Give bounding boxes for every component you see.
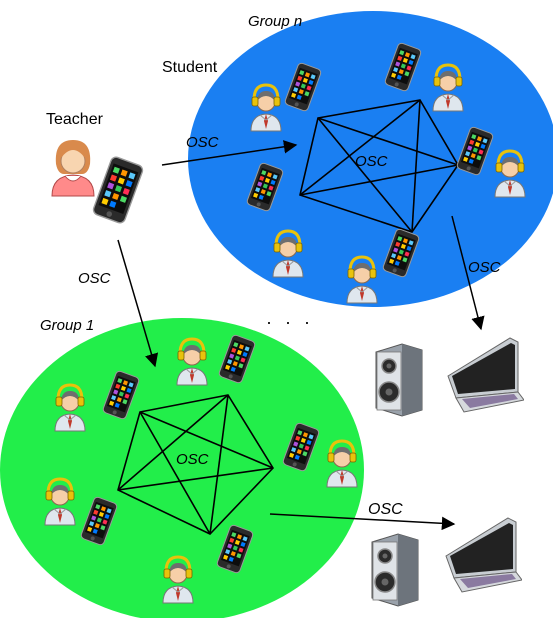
arrow-group-n-to-computer (451, 215, 485, 331)
laptop-icon (447, 337, 524, 413)
group-n-label: Group n (248, 13, 302, 30)
osc-group-n-to-computer-label: OSC (468, 259, 501, 276)
group-1-area (0, 318, 364, 618)
arrow-teacher-to-group-1 (117, 239, 159, 368)
speaker-icon (371, 533, 419, 607)
osc-group-1-to-computer-label: OSC (368, 501, 403, 518)
osc-group-1-mesh-label: OSC (176, 451, 209, 468)
teacher-label: Teacher (46, 111, 104, 128)
osc-teacher-to-group-n-label: OSC (186, 134, 219, 151)
speaker-icon (375, 343, 423, 417)
group-1-label: Group 1 (40, 317, 94, 334)
group-n-mesh (299, 99, 459, 233)
ellipsis-more-groups: · · · (266, 312, 314, 332)
teacher-person-icon (51, 139, 95, 197)
arrow-group-1-to-computer (269, 513, 456, 531)
arrow-teacher-to-group-n (161, 140, 298, 166)
student-label: Student (162, 59, 218, 76)
osc-group-n-mesh-label: OSC (355, 153, 388, 170)
osc-teacher-to-group-1-label: OSC (78, 270, 111, 287)
teacher-smartphone-icon (91, 154, 145, 226)
laptop-icon (445, 517, 522, 593)
group-1-mesh (117, 394, 275, 535)
